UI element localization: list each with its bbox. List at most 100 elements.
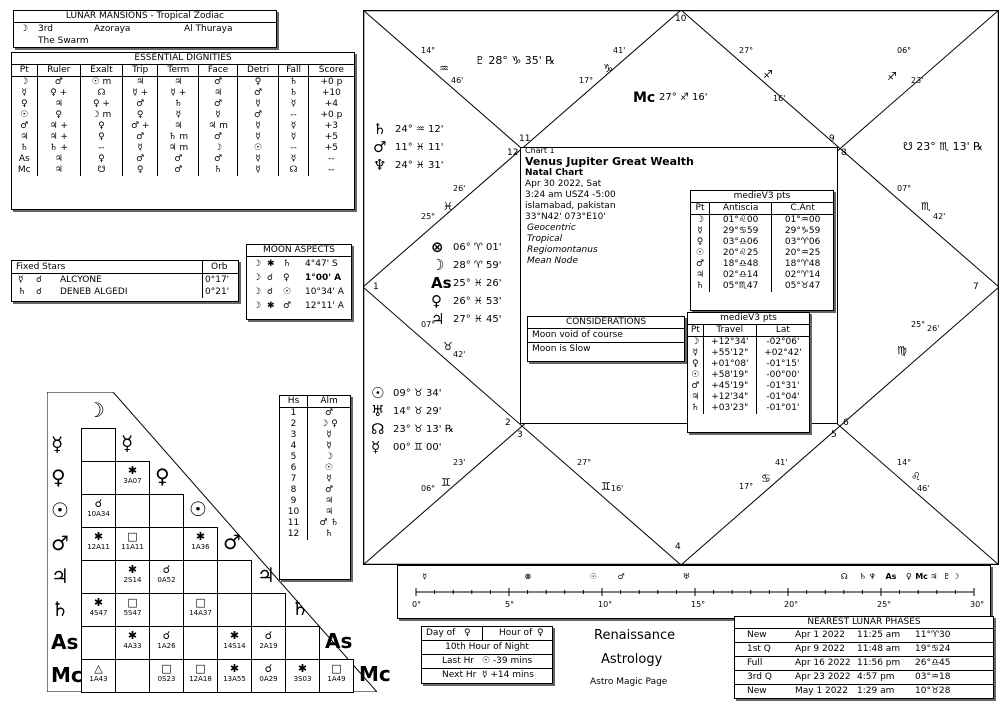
grid-diagonal-planet: As	[325, 629, 353, 653]
dignities-cell: ♄	[278, 88, 309, 99]
almuten-cell: ♃	[324, 507, 334, 517]
almuten-cell: ♂	[324, 485, 334, 495]
fixed-star-aspect: ☌	[36, 287, 43, 297]
travel-cell: ☽	[688, 336, 704, 348]
cusp-minute: 41'	[613, 46, 626, 55]
house1-planet-position: 27° ♓ 45'	[453, 314, 502, 325]
aspect-orb: 3A07	[123, 477, 142, 485]
dignities-cell: ♃ +	[37, 132, 81, 143]
scale-tick-label: 30°	[970, 600, 985, 609]
almuten-cell: ♂	[324, 408, 334, 418]
dignities-cell: ♀	[37, 110, 81, 121]
house12-planet-position: 24° ♓ 31'	[395, 160, 444, 171]
mansion-arabic: Al Thuraya	[184, 24, 233, 34]
aspect-grid-cell: □0S23	[149, 659, 184, 693]
antiscia-cell: 02°♎14	[709, 270, 773, 281]
house2-planet-position: 00° ♊ 00'	[393, 442, 442, 453]
aspect-glyph: ✱	[297, 662, 308, 675]
aspect-orb: 0A52	[157, 576, 176, 584]
aspect-orb: 12A11	[87, 543, 110, 551]
mansion-english: The Swarm	[38, 36, 89, 46]
antiscia-cell: 01°♌00	[709, 214, 773, 226]
antiscia-col-header: Pt	[691, 203, 710, 215]
antiscia-cell: ☽	[691, 214, 710, 226]
lunar-phase-cell: 26°♎45	[915, 658, 951, 668]
almuten-row: 12♄	[280, 529, 350, 540]
dignities-cell: ♂	[157, 165, 200, 176]
aspect-grid-cell	[149, 527, 184, 561]
almuten-cell: 6	[280, 463, 309, 474]
grid-diagonal-planet: ♀	[155, 464, 170, 488]
dignities-col-header: Fall	[278, 65, 309, 77]
antiscia-cell: 20°♒25	[784, 248, 821, 258]
grid-diagonal-planet: ☿	[121, 431, 134, 455]
cusp-minute: 23'	[453, 458, 466, 467]
aspect-grid-cell	[81, 461, 116, 495]
antiscia-cell: 03°♎06	[709, 237, 773, 248]
aspect-grid-cell	[115, 494, 150, 528]
almuten-cell: 2	[280, 419, 309, 430]
dignities-cell: ♄	[198, 165, 238, 176]
cusp-minute: 26'	[453, 184, 466, 193]
almuten-cell: 7	[280, 474, 309, 485]
lunar-phase-cell: 10°♉28	[915, 686, 951, 696]
almuten-row: 3☿	[280, 430, 350, 441]
dignities-cell: ♃	[157, 121, 200, 132]
cusp-sign-icon: ♊	[441, 476, 451, 489]
planetary-hours-panel: Day of ♀ Hour of ♀ 10th Hour of Night La…	[421, 626, 553, 684]
cusp-sign-icon: ♐	[763, 68, 773, 81]
travel-cell: +55'12"	[703, 348, 757, 359]
travel-cell: +58'19"	[703, 370, 757, 381]
dignities-cell: ☽	[198, 143, 238, 154]
last-hour-value: ☉ -39 mins	[482, 656, 533, 666]
house2-planet-glyph-icon: ☊	[371, 420, 385, 438]
grid-diagonal-planet: ☉	[189, 497, 207, 521]
travel-cell: ♄	[688, 403, 704, 414]
travel-cell: -01°15'	[766, 359, 800, 369]
lunar-phase-cell: 11°♈30	[915, 630, 951, 640]
aspect-orb: 2A19	[259, 642, 278, 650]
chart-type: Natal Chart	[525, 168, 584, 178]
house1-planet-position: 28° ♈ 59'	[453, 260, 502, 271]
dignities-row: As♃♀♂♂♂☿☿--	[12, 154, 354, 165]
travel-title: medieV3 pts	[688, 313, 809, 325]
scale-axis	[415, 588, 975, 596]
house-number: 6	[843, 418, 849, 428]
almuten-row: 1♂	[280, 407, 350, 419]
travel-row: ☽+12°34'-02°06'	[688, 336, 809, 348]
scale-planet-icon: ♀	[905, 572, 912, 581]
fixed-star-planet: ♄	[18, 287, 27, 297]
aspect-grid-cell	[217, 560, 252, 594]
almuten-cell: 8	[280, 485, 309, 496]
aspect-grid-cell	[115, 659, 150, 693]
aspect-glyph: ☌	[264, 662, 273, 675]
antiscia-cell: 03°♈06	[784, 237, 821, 247]
dignities-cell: ☿	[237, 99, 280, 110]
dignities-cell: ☿ +	[157, 88, 200, 99]
aspect-orb: 11A11	[121, 543, 144, 551]
almuten-cell: 10	[280, 507, 309, 518]
scale-planet-icon: ♃	[930, 572, 938, 581]
scale-planet-icon: ☿	[422, 572, 428, 581]
aspect-grid-cell: ✱13A55	[217, 659, 252, 693]
scale-planet-icon: ☽	[952, 572, 960, 581]
dignities-cell: ♀	[80, 121, 124, 132]
hour-of-planet: ♀	[537, 628, 544, 638]
lunar-phase-cell: Apr 16 2022	[795, 658, 851, 668]
aspect-orb: 14A37	[189, 609, 212, 617]
almuten-cell: ♃	[324, 496, 334, 506]
travel-row: ♄+03'23"-01°01'	[688, 403, 809, 414]
dignities-cell: ♂	[122, 154, 159, 165]
almuten-cell: ☿	[326, 430, 332, 440]
house-number: 3	[517, 430, 523, 440]
dignities-cell: ♂	[122, 99, 159, 110]
almuten-col-header: Hs	[280, 396, 309, 408]
hour-night: 10th Hour of Night	[422, 641, 552, 655]
antiscia-cell: ♄	[691, 281, 710, 292]
grid-row-planet: ♀	[51, 465, 66, 489]
